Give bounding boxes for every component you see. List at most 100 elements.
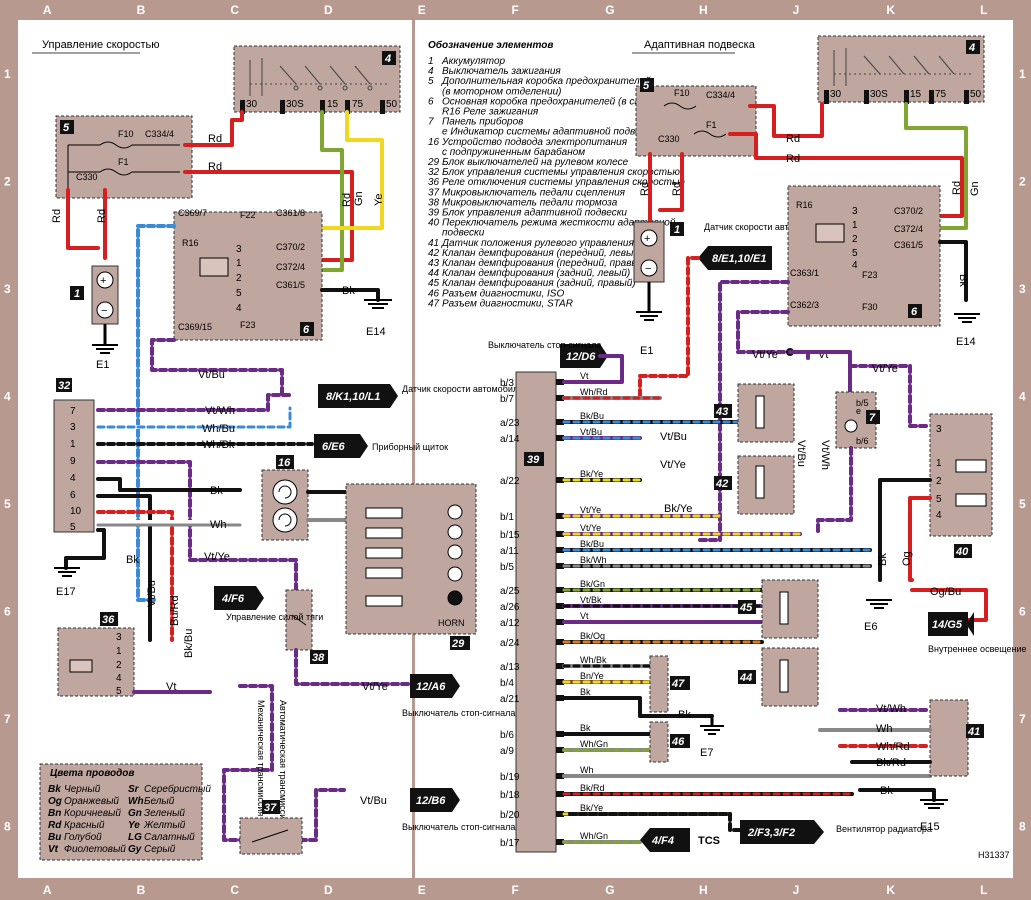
legend-item-text: Основная коробка предохранителей (в сало… [442, 95, 665, 107]
ecu39-wire-label: Bk/Gn [580, 579, 605, 589]
grid-row-left-4: 4 [4, 389, 11, 403]
svg-text:E17: E17 [56, 586, 76, 598]
ecu39-pin-terminal [556, 379, 564, 385]
legend-item-num: 44 [428, 268, 440, 279]
grid-row-right-5: 5 [1019, 497, 1026, 511]
ecu39-pin-terminal [556, 419, 564, 425]
ecu39-pin-label: a/14 [500, 434, 520, 445]
ecu39-pin-label: b/18 [500, 790, 520, 801]
switch-40-box [929, 413, 993, 537]
svg-text:6/E6: 6/E6 [322, 441, 346, 453]
svg-text:Vt/Wh: Vt/Wh [819, 440, 831, 470]
ecu39-wire-label: Bk/Wh [580, 555, 607, 565]
ground-e15: E15 [920, 799, 948, 833]
svg-text:30S: 30S [870, 89, 888, 100]
wire-vtbu-c369-15 [150, 338, 284, 397]
wire-bk-ground-e17 [64, 528, 106, 570]
wire-color-code: Vt [48, 844, 59, 855]
fuse-box-6-right: R16 C370/2 C372/4 C361/5 C363/1 F23 C362… [787, 185, 941, 327]
badge-32 [56, 378, 72, 392]
wire-vt-b3 [568, 354, 624, 384]
ecu39-pin-terminal [556, 435, 564, 441]
svg-text:6: 6 [70, 490, 76, 501]
svg-text:1: 1 [70, 439, 76, 450]
ecu39-wire-label: Bk/Ye [580, 469, 603, 479]
svg-text:Og/Bu: Og/Bu [930, 586, 961, 598]
arrow-4-f4: 4/F4 TCS [640, 828, 720, 852]
svg-text:4: 4 [936, 510, 942, 521]
svg-text:5: 5 [70, 522, 76, 533]
ecu39-pin-label: a/21 [500, 694, 520, 705]
ecu39-pin-label: a/25 [500, 586, 520, 597]
svg-text:44: 44 [739, 672, 752, 684]
wire-whbu-pin3 [96, 406, 292, 429]
svg-text:3: 3 [852, 206, 858, 217]
svg-text:3: 3 [70, 422, 76, 433]
wire-bk-right-c361 [938, 240, 968, 302]
ecu39-pin-terminal [556, 791, 564, 797]
svg-text:6: 6 [911, 306, 918, 318]
legend-item-text: подвески [442, 228, 485, 239]
wire-color-name: Фиолетовый [64, 844, 126, 855]
svg-text:F30: F30 [862, 302, 878, 312]
svg-text:C369/15: C369/15 [178, 322, 212, 332]
svg-text:1: 1 [74, 288, 80, 300]
svg-text:−: − [645, 263, 651, 275]
legend-item-num: 45 [428, 278, 440, 289]
svg-text:C370/2: C370/2 [894, 206, 923, 216]
svg-text:47: 47 [671, 678, 685, 690]
legend-title: Обозначение элементов [428, 39, 553, 51]
svg-text:Vt/Bu: Vt/Bu [198, 369, 225, 381]
svg-text:29: 29 [451, 638, 465, 650]
valve-43-box [737, 383, 795, 443]
wire-rd-f1-to-c370 [183, 170, 354, 262]
wire-color-name: Красный [64, 820, 105, 831]
ecu39-pin-terminal [556, 731, 564, 737]
svg-text:2: 2 [852, 234, 858, 245]
wire-burd-pin10 [96, 510, 174, 642]
badge-45 [738, 600, 756, 614]
legend-item-text: Аккумулятор [441, 56, 506, 67]
grid-col-top-K: K [886, 3, 895, 17]
svg-text:30S: 30S [286, 99, 304, 110]
ecu39-pin-label: a/13 [500, 662, 520, 673]
fuse-box-5-right: 5 F10 C334/4 F1 C330 [635, 78, 757, 157]
ecu39-pin-terminal [556, 619, 564, 625]
steering-switch-29: HORN 29 [345, 483, 477, 650]
ecu39-pin-terminal [556, 679, 564, 685]
ecu39-pin-label: a/26 [500, 602, 520, 613]
ecu39-pin-terminal [556, 395, 564, 401]
svg-text:−: − [101, 305, 107, 317]
svg-text:1: 1 [936, 458, 942, 469]
legend-item-num: 42 [428, 248, 440, 259]
svg-text:3: 3 [236, 244, 242, 255]
badge-4-left-text: 4 [384, 53, 391, 65]
ecu39-wire-label: Bk/Og [580, 631, 605, 641]
badge-16 [276, 455, 294, 469]
wire-bkye-b20 [568, 812, 742, 832]
grid-col-top-G: G [605, 3, 614, 17]
arrow-12-b6: 12/B6 Выключатель стоп-сигнала [402, 788, 515, 832]
instrument-cluster-7: e b/5 b/6 7 [835, 391, 880, 449]
svg-text:3: 3 [936, 424, 942, 435]
legend-item-num: 16 [428, 137, 440, 148]
svg-text:37: 37 [264, 802, 277, 814]
wire-color-code: Wh [128, 796, 144, 807]
ecu39-wire-label: Wh [580, 765, 594, 775]
ecu39-wire-label: Bk/Bu [580, 539, 604, 549]
ecu39-wire-label: Vt/Ye [580, 505, 601, 515]
grid-col-top-J: J [793, 3, 800, 17]
legend-item-text: Разъем диагностики, STAR [442, 298, 573, 309]
grid-row-left-3: 3 [4, 282, 11, 296]
svg-text:Приборный щиток: Приборный щиток [372, 442, 448, 452]
badge-1-right [670, 222, 684, 236]
wire-vtwh-pin7 [96, 393, 292, 412]
badge-44 [738, 670, 756, 684]
ecu-32-speed-control: 32 7 3 1 9 4 6 10 5 [53, 378, 95, 533]
ecu39-wire-label: Vt [580, 371, 589, 381]
badge-6-left [300, 322, 314, 336]
svg-text:Gn: Gn [353, 191, 365, 206]
ecu39-pin-terminal [556, 513, 564, 519]
svg-text:45: 45 [739, 602, 753, 614]
